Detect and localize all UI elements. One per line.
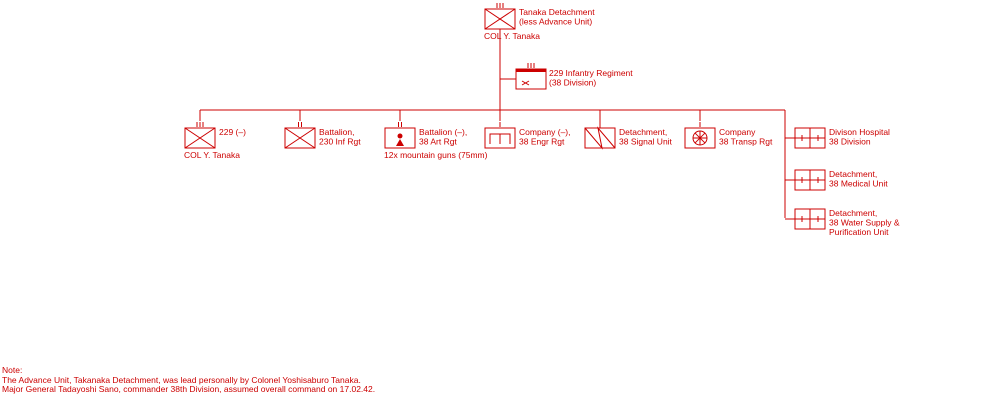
- transport-company-label: Company: [719, 127, 756, 137]
- infantry-regiment-icon: [484, 8, 516, 30]
- mountain-artillery-subtitle: 12x mountain guns (75mm): [384, 150, 488, 160]
- medical-icon: [794, 127, 826, 149]
- division-hospital-label: Divison Hospital: [829, 127, 890, 137]
- infantry-battalion-label: Battalion,: [319, 127, 354, 137]
- cross-line: [484, 8, 516, 30]
- headquarters-infantry-icon: [515, 68, 547, 90]
- cross-line: [184, 127, 216, 149]
- engineer-icon: [484, 127, 516, 149]
- infantry-229-subtitle: COL Y. Tanaka: [184, 150, 240, 160]
- regiment-label: 229 Infantry Regiment: [549, 68, 633, 78]
- wheel-spoke: [694, 132, 706, 144]
- transport-icon: [684, 127, 716, 149]
- mountain-artillery-icon: [384, 127, 416, 149]
- engineer-company-unit: Company (–),38 Engr Rgt: [484, 110, 571, 149]
- hq-bar: [516, 69, 546, 72]
- mountain-artillery-unit: Battalion (–),38 Art Rgt 12x mountain gun…: [384, 110, 488, 160]
- cross-line: [521, 80, 530, 86]
- hq-label: (less Advance Unit): [519, 17, 592, 27]
- medical-detachment-label: Detachment,: [829, 169, 877, 179]
- water-supply-detachment-unit: Detachment,38 Water Supply &Purification…: [785, 208, 900, 237]
- gun-dot: [397, 133, 403, 139]
- water-supply-detachment-label: Purification Unit: [829, 227, 889, 237]
- regiment-unit: 229 Infantry Regiment(38 Division): [500, 63, 633, 90]
- engineer-company-label: Company (–),: [519, 127, 571, 137]
- medical-detachment-label: 38 Medical Unit: [829, 179, 888, 189]
- mountain-artillery-label: 38 Art Rgt: [419, 137, 457, 147]
- infantry-battalion-unit: Battalion,230 Inf Rgt: [284, 110, 361, 149]
- hq-commander: COL Y. Tanaka: [484, 31, 540, 41]
- infantry-icon: [284, 127, 316, 149]
- infantry-229-unit: 229 (–) COL Y. Tanaka: [184, 110, 246, 160]
- division-hospital-label: 38 Division: [829, 137, 871, 147]
- medical-icon: [794, 208, 826, 230]
- infantry-icon: [184, 127, 216, 149]
- water-supply-detachment-label: Detachment,: [829, 208, 877, 218]
- signal-icon: [584, 126, 616, 150]
- signal-detachment-label: Detachment,: [619, 127, 667, 137]
- note-line-2: Major General Tadayoshi Sano, commander …: [2, 384, 376, 395]
- mountain-artillery-label: Battalion (–),: [419, 127, 467, 137]
- mountain-mark: [396, 139, 404, 146]
- infantry-battalion-label: 230 Inf Rgt: [319, 137, 361, 147]
- note-block: Note: The Advance Unit, Takanaka Detachm…: [2, 365, 992, 395]
- medical-icon: [794, 169, 826, 191]
- cross-line: [284, 127, 316, 149]
- hq-label: Tanaka Detachment: [519, 7, 595, 17]
- note-heading: Note:: [2, 365, 23, 375]
- water-supply-detachment-label: 38 Water Supply &: [829, 218, 900, 228]
- lightning-mark: [584, 126, 616, 150]
- medical-detachment-unit: Detachment,38 Medical Unit: [785, 169, 888, 191]
- engineer-company-label: 38 Engr Rgt: [519, 137, 565, 147]
- hq-unit: Tanaka Detachment(less Advance Unit) COL …: [484, 3, 595, 41]
- transport-company-label: 38 Transp Rgt: [719, 137, 773, 147]
- signal-detachment-unit: Detachment,38 Signal Unit: [584, 110, 673, 150]
- note-line-1: The Advance Unit, Takanaka Detachment, w…: [2, 374, 361, 385]
- signal-detachment-label: 38 Signal Unit: [619, 137, 673, 147]
- regiment-label: (38 Division): [549, 78, 596, 88]
- infantry-229-label: 229 (–): [219, 127, 246, 137]
